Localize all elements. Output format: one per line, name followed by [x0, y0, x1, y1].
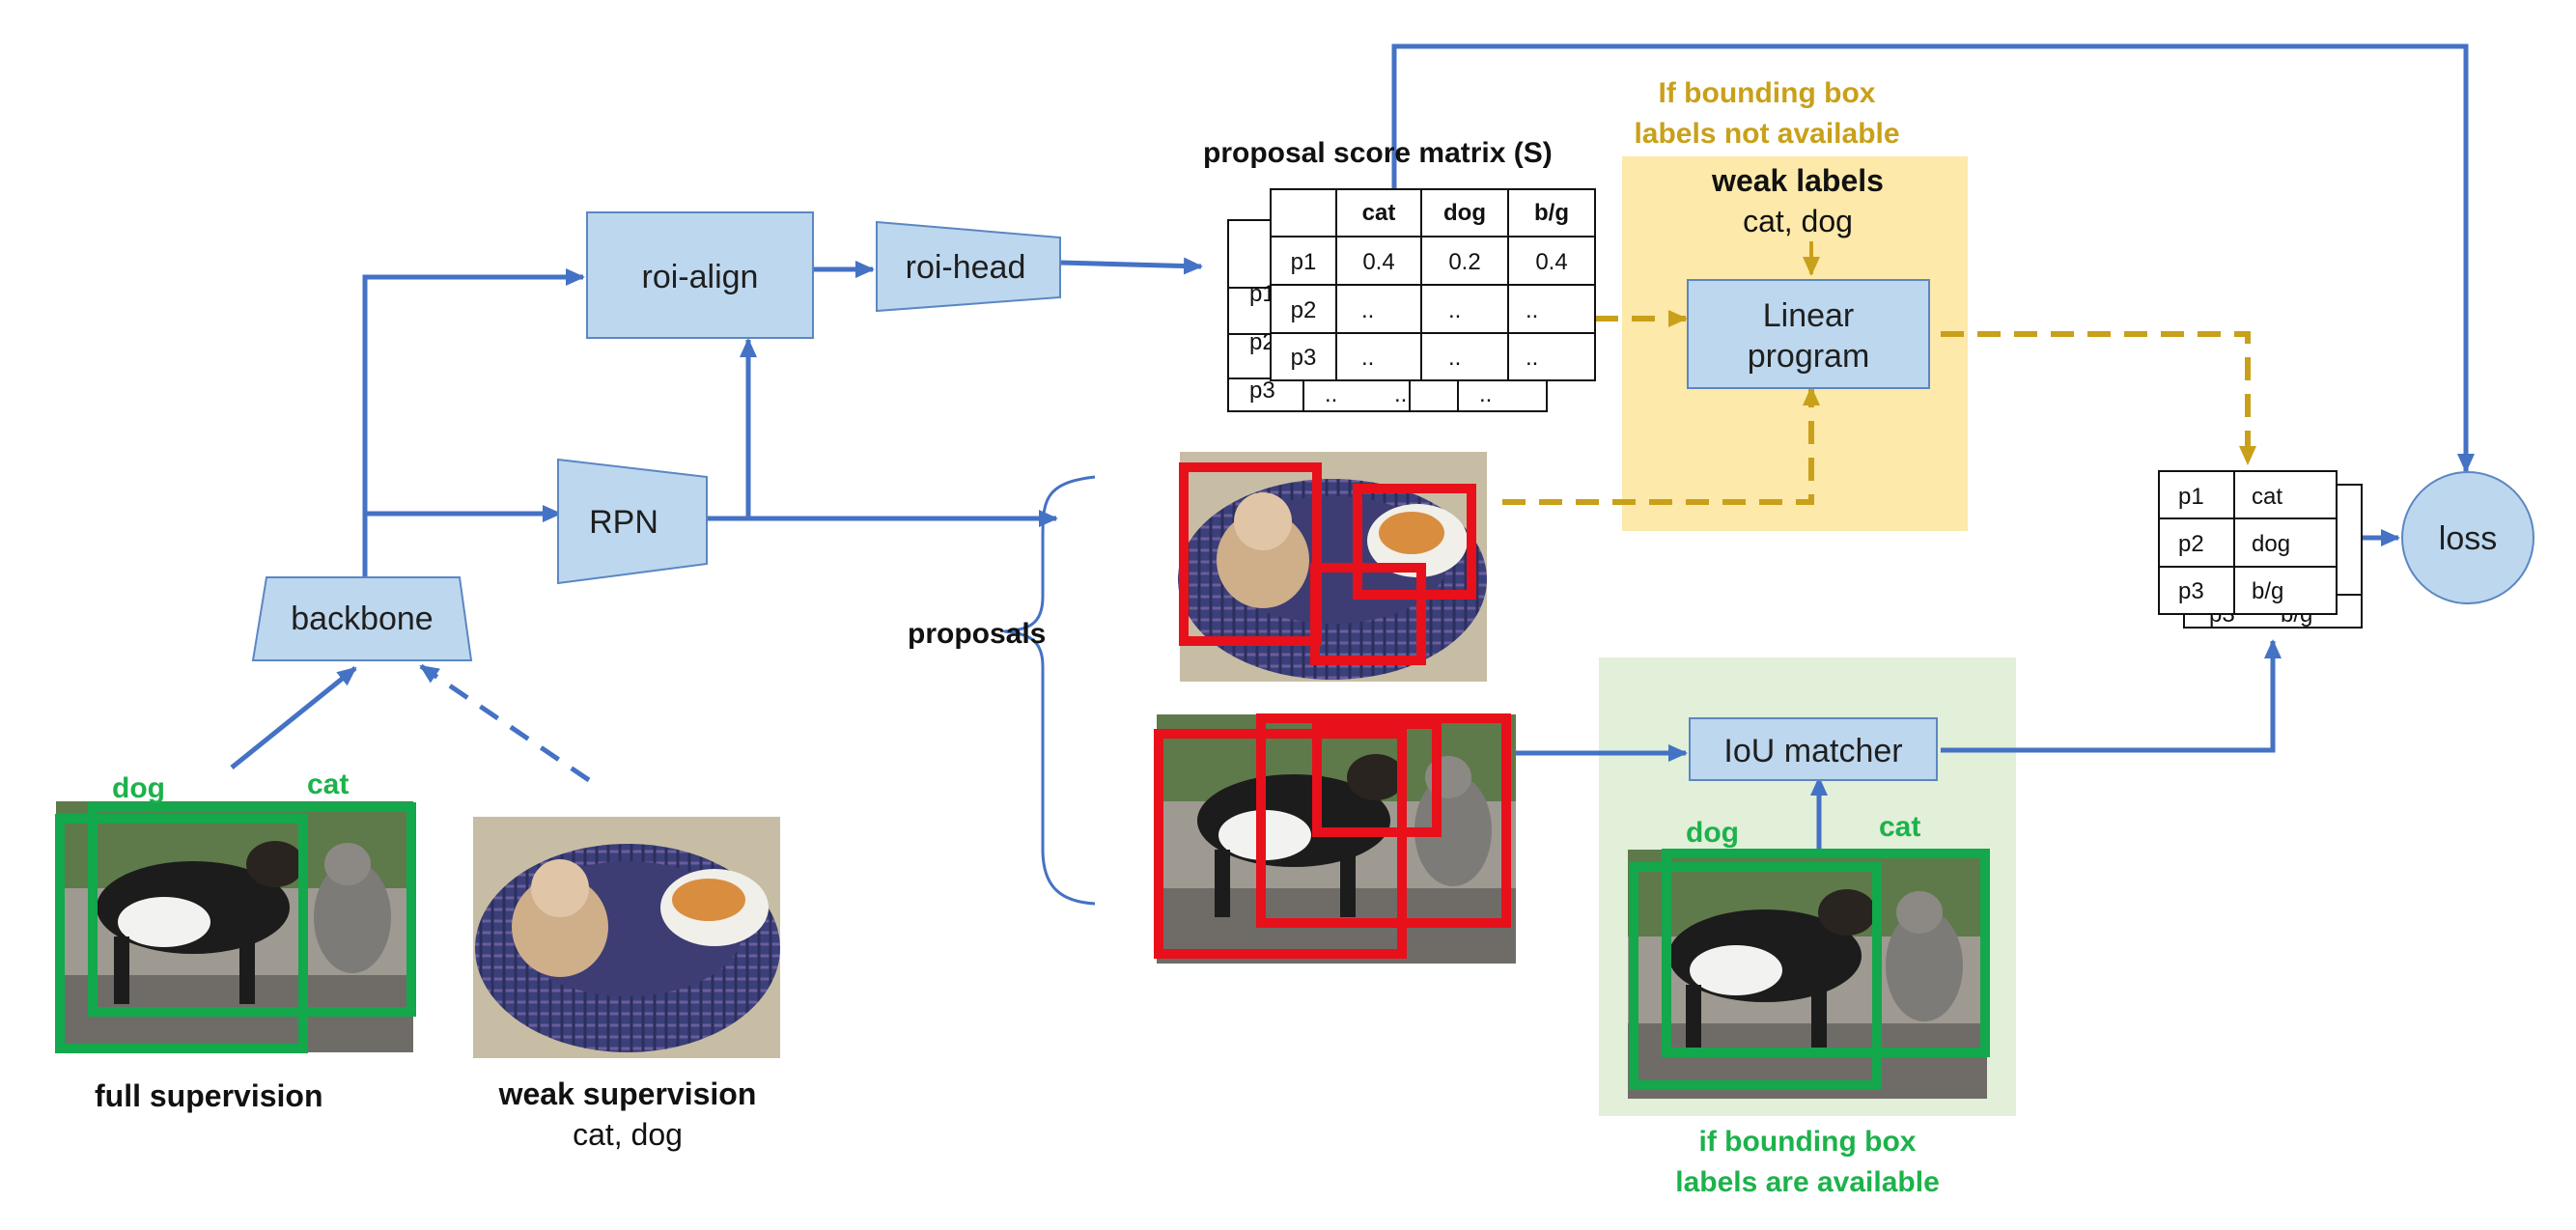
arrow-top-to-loss: [1391, 43, 2475, 473]
linear-program-label-2: program: [1748, 338, 1870, 375]
full-gt-cat-label: cat: [307, 769, 349, 800]
bbox-caption-1: if bounding box: [1699, 1126, 1917, 1158]
weak-supervision-caption: weak supervision: [498, 1076, 757, 1111]
score-matrix-title: proposal score matrix (S): [1203, 137, 1553, 169]
no-bbox-caption-1: If bounding box: [1659, 77, 1876, 109]
output-row-id: p2: [2178, 531, 2204, 557]
matrix-row-id: p3: [1291, 345, 1317, 371]
roi-align-node[interactable]: roi-align: [586, 211, 814, 339]
back-bottom-cell: ..: [1325, 381, 1337, 407]
iou-matcher-node[interactable]: IoU matcher: [1689, 717, 1938, 781]
output-row-label: cat: [2252, 484, 2282, 510]
ground-truth-boxes: [1629, 849, 1990, 1090]
weak-supervision-image: [473, 817, 780, 1058]
weak-labels-classes: cat, dog: [1743, 204, 1853, 238]
matrix-cell: 0.2: [1448, 249, 1480, 275]
back-bottom-cell: ..: [1394, 381, 1407, 407]
arrow-lp-to-table: [1941, 331, 2256, 465]
gt-dog-label: dog: [1686, 817, 1739, 849]
back-bottom-cell: ..: [1479, 381, 1492, 407]
backbone-label: backbone: [291, 601, 433, 637]
linear-program-label-1: Linear: [1763, 297, 1855, 334]
no-bbox-caption-2: labels not available: [1634, 118, 1899, 150]
output-row-label: dog: [2252, 531, 2290, 557]
output-table: [2158, 470, 2338, 615]
arrow-backbone-to-roialign: [362, 268, 585, 577]
matrix-cell: ..: [1526, 345, 1538, 371]
matrix-header: dog: [1443, 200, 1486, 226]
iou-matcher-label: IoU matcher: [1723, 733, 1902, 769]
proposals-brace: [1003, 475, 1096, 906]
output-row-id: p3: [2178, 578, 2204, 604]
matrix-cell: 0.4: [1535, 249, 1567, 275]
proposals-pavement-boxes: [1154, 713, 1511, 959]
matrix-cell: ..: [1526, 297, 1538, 323]
matrix-cell: ..: [1448, 297, 1461, 323]
weak-labels-title: weak labels: [1711, 163, 1884, 198]
proposals-label: proposals: [908, 618, 1046, 650]
arrow-weak-to-backbone: [419, 663, 591, 783]
arrow-full-to-backbone: [230, 666, 357, 769]
loss-node[interactable]: loss: [2401, 471, 2534, 604]
full-supervision-caption: full supervision: [95, 1078, 322, 1113]
score-matrix-table: [1270, 188, 1596, 381]
roi-align-label: roi-align: [642, 259, 759, 295]
weak-supervision-classes: cat, dog: [573, 1117, 683, 1152]
matrix-cell: ..: [1361, 345, 1374, 371]
matrix-cell: ..: [1361, 297, 1374, 323]
arrow-proposals-to-lp: [1502, 386, 1820, 505]
linear-program-node[interactable]: Linear program: [1687, 279, 1930, 389]
ground-truth-image: [1628, 850, 1987, 1099]
backbone-node[interactable]: backbone: [251, 576, 473, 661]
roi-head-node[interactable]: roi-head: [876, 220, 1061, 313]
back-row-label: p3: [1249, 377, 1275, 404]
rpn-node[interactable]: RPN: [557, 458, 708, 585]
bbox-caption-2: labels are available: [1675, 1166, 1940, 1198]
arrow-iou-to-table: [1941, 639, 2282, 753]
matrix-header: cat: [1362, 200, 1396, 226]
full-supervision-gt-boxes: [55, 802, 416, 1053]
roi-head-label: roi-head: [906, 249, 1026, 286]
output-row-label: b/g: [2252, 578, 2283, 604]
proposals-bed-boxes: [1179, 462, 1476, 665]
score-matrix-cells: cat dog b/g p1 0.4 0.2 0.4 p2 .. .. .. p…: [1291, 200, 1569, 371]
matrix-cell: ..: [1448, 345, 1461, 371]
loss-label: loss: [2439, 520, 2497, 557]
rpn-label: RPN: [589, 504, 658, 541]
output-row-id: p1: [2178, 484, 2204, 510]
matrix-row-id: p1: [1291, 249, 1317, 275]
matrix-header: b/g: [1534, 200, 1569, 226]
full-gt-dog-label: dog: [112, 772, 165, 804]
gt-cat-label: cat: [1879, 811, 1920, 843]
matrix-row-id: p2: [1291, 297, 1317, 323]
arrow-roihead-to-matrix: [1059, 257, 1203, 275]
matrix-cell: 0.4: [1362, 249, 1394, 275]
